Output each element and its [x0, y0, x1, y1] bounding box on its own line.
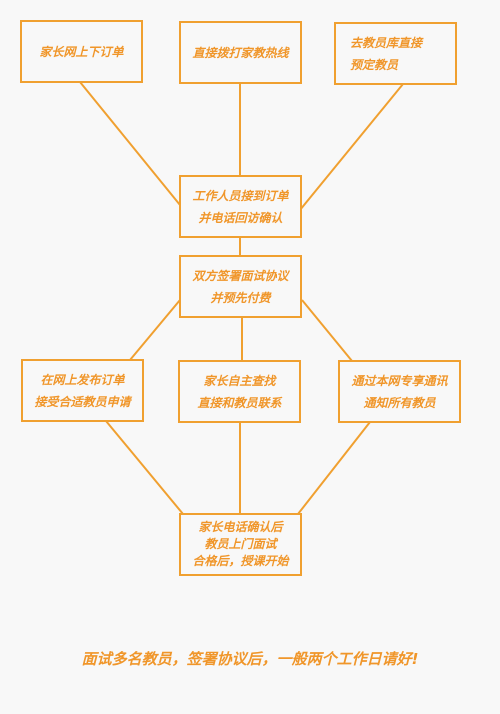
step-staff-confirm: 工作人员接到订单 并电话回访确认 — [179, 175, 302, 238]
step-interview: 家长电话确认后 教员上门面试 合格后，授课开始 — [179, 513, 302, 576]
connector-agreement-to-notify — [301, 299, 353, 362]
step-call-hotline: 直接拨打家教热线 — [179, 21, 302, 84]
step-post-order: 在网上发布订单 接受合适教员申请 — [21, 359, 144, 422]
step-notify-all-line-2: 通知所有教员 — [363, 395, 436, 410]
footer-note: 面试多名教员，签署协议后，一般两个工作日请好! — [81, 650, 419, 668]
step-parent-order: 家长网上下订单 — [20, 20, 143, 83]
step-notify-all: 通过本网专享通讯 通知所有教员 — [338, 360, 461, 423]
step-sign-agreement: 双方签署面试协议 并预先付费 — [179, 255, 302, 318]
step-book-teacher-line-2: 预定教员 — [350, 57, 399, 72]
step-interview-line-1: 家长电话确认后 — [198, 520, 283, 534]
step-post-order-line-2: 接受合适教员申请 — [34, 394, 131, 409]
step-staff-confirm-line-1: 工作人员接到订单 — [192, 188, 289, 203]
connector-order-to-staff — [79, 81, 181, 206]
connector-agreement-to-post — [129, 299, 181, 361]
step-staff-confirm-line-2: 并电话回访确认 — [198, 210, 283, 225]
connector-book-to-staff — [299, 83, 404, 211]
connector-post-to-interview — [105, 420, 184, 515]
step-interview-line-2: 教员上门面试 — [204, 537, 277, 551]
step-sign-agreement-line-1: 双方签署面试协议 — [192, 268, 289, 283]
step-book-teacher: 去教员库直接 预定教员 — [334, 22, 457, 85]
step-parent-search-line-1: 家长自主查找 — [203, 373, 276, 388]
step-interview-line-3: 合格后，授课开始 — [192, 554, 289, 568]
step-notify-all-line-1: 通过本网专享通讯 — [351, 373, 448, 388]
step-parent-search: 家长自主查找 直接和教员联系 — [178, 360, 301, 423]
step-book-teacher-line-1: 去教员库直接 — [350, 35, 423, 50]
step-parent-search-line-2: 直接和教员联系 — [197, 395, 282, 410]
step-sign-agreement-line-2: 并预先付费 — [210, 290, 271, 305]
connector-notify-to-interview — [297, 421, 371, 515]
step-post-order-line-1: 在网上发布订单 — [40, 372, 125, 387]
step-parent-order-text: 家长网上下订单 — [39, 44, 124, 59]
step-call-hotline-text: 直接拨打家教热线 — [192, 45, 289, 60]
